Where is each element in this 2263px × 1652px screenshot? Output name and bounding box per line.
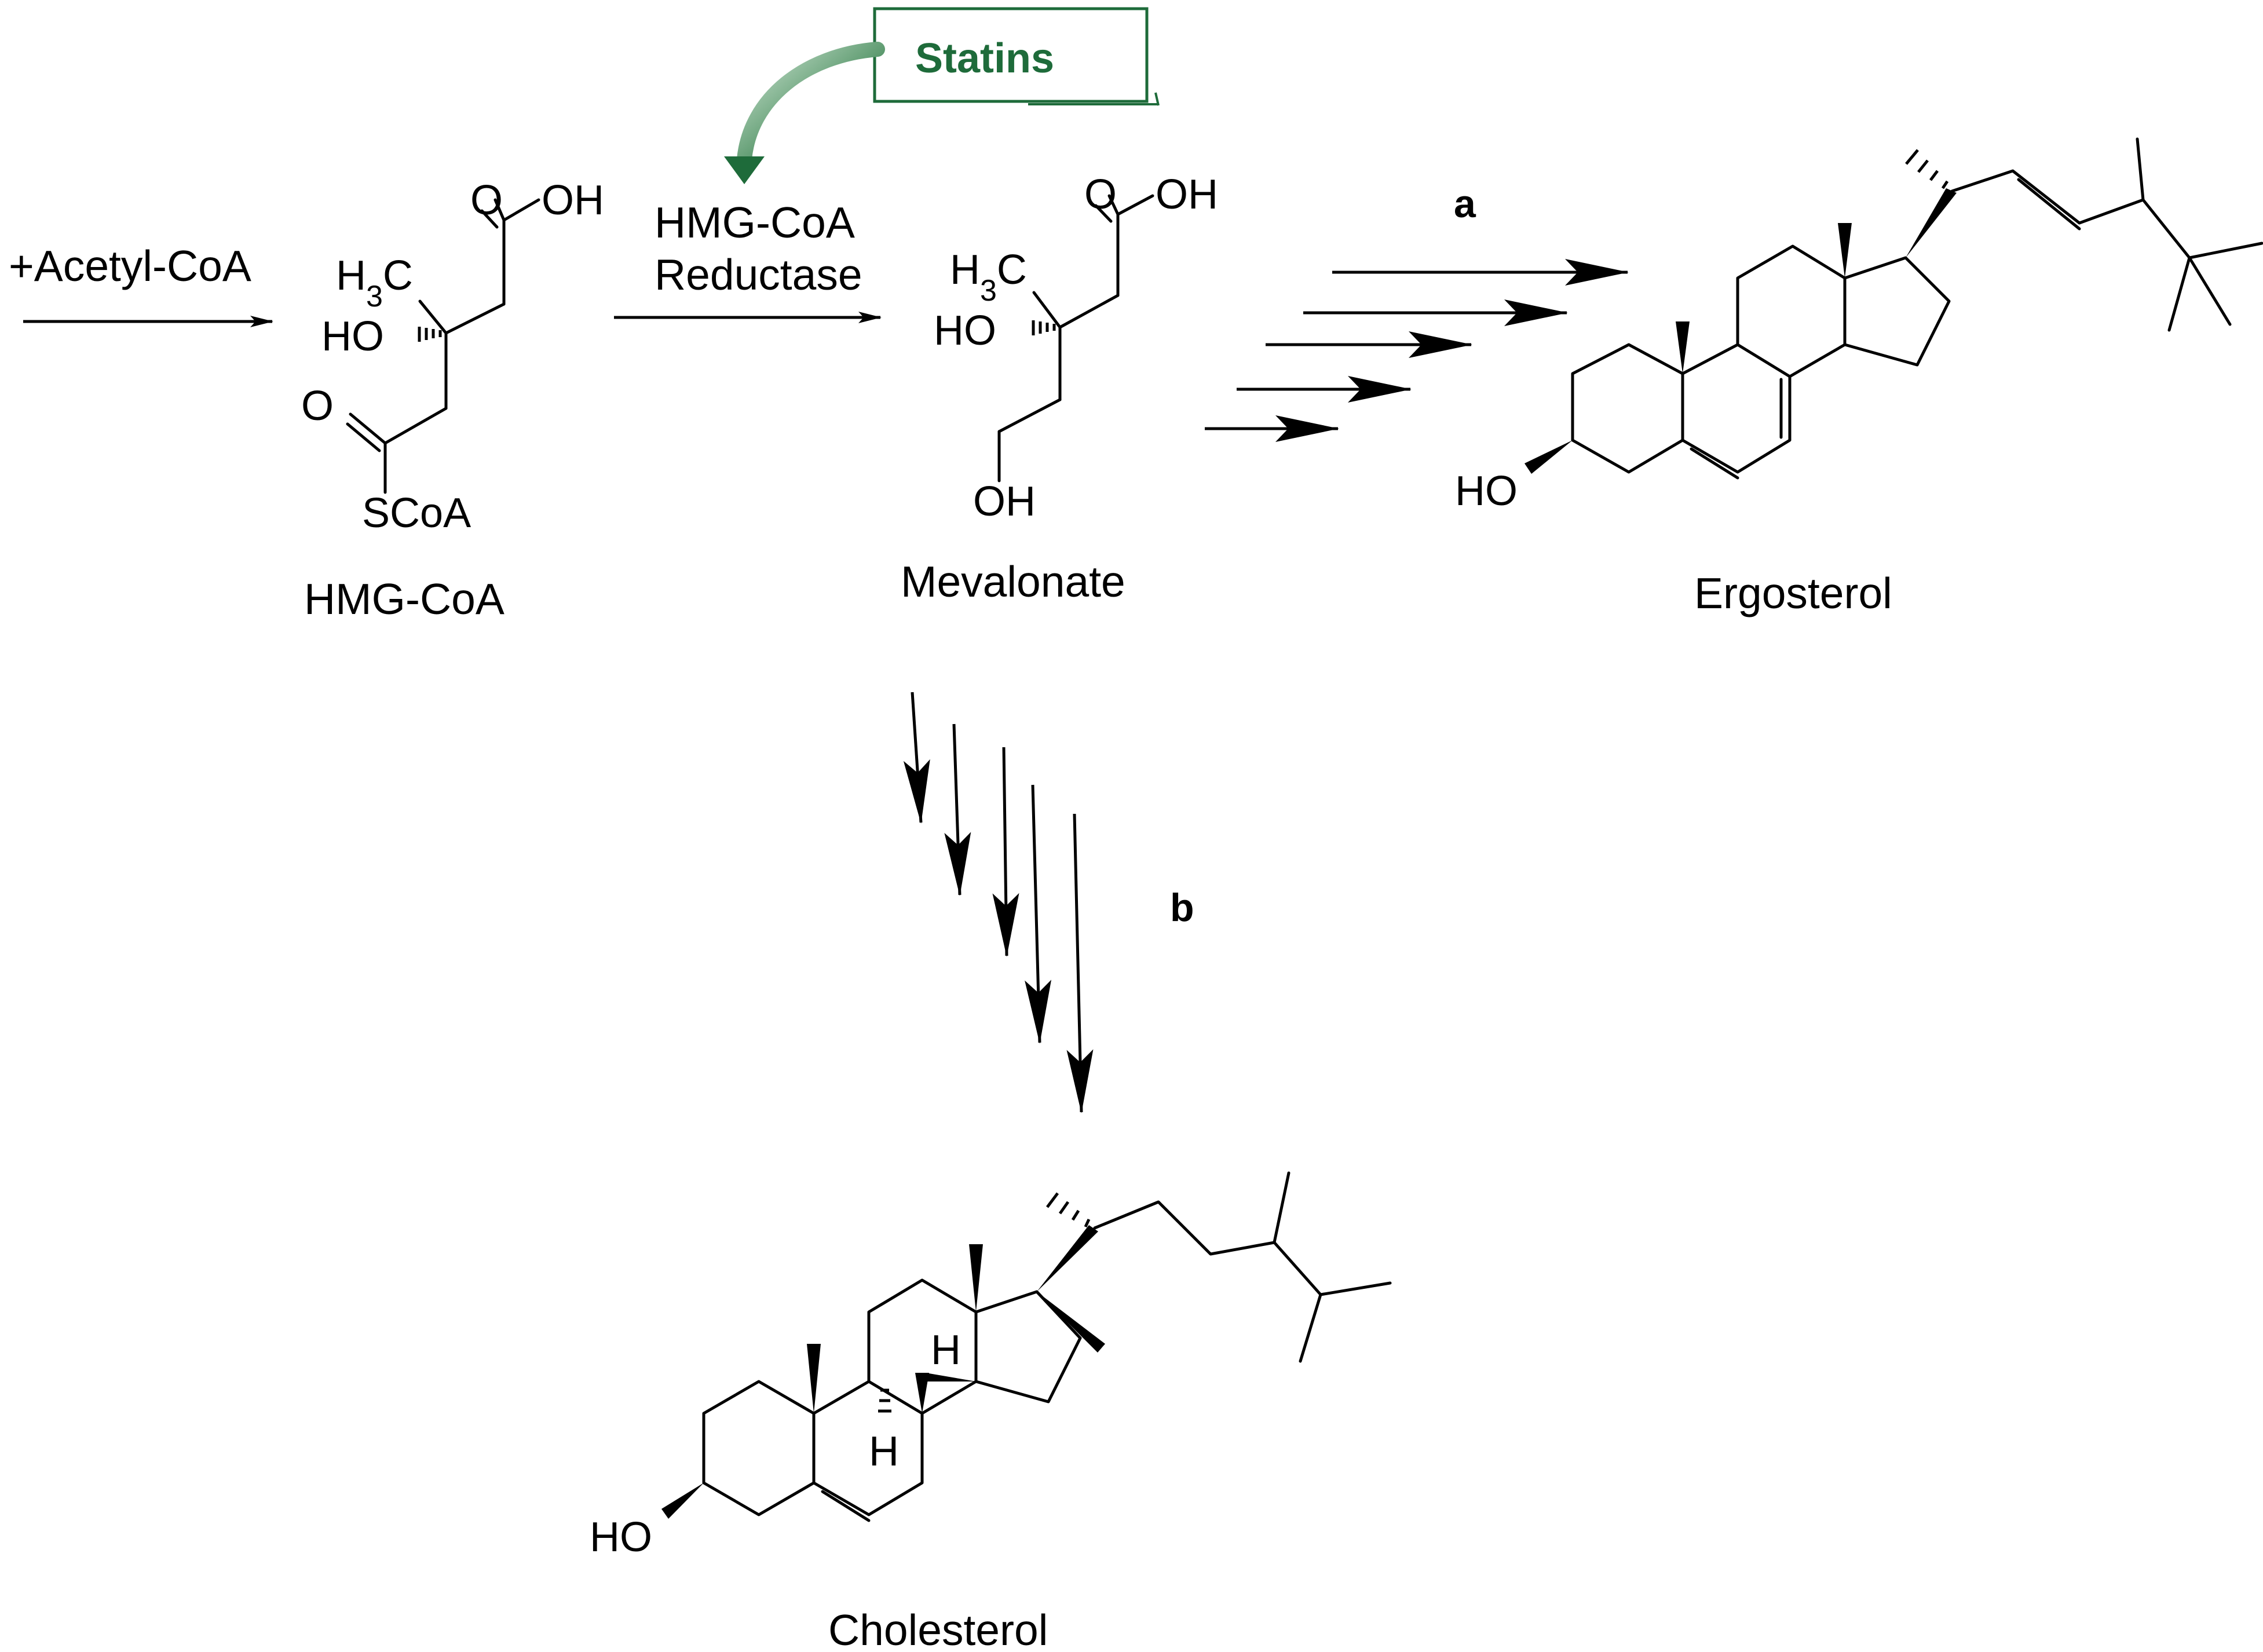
ergosterol-structure — [1524, 137, 2263, 480]
multistep-arrows-route-a — [1205, 259, 1629, 442]
mevalonate-name: Mevalonate — [901, 557, 1125, 606]
hmgcoa-name: HMG-CoA — [304, 575, 504, 623]
statins-inhibitor: Statins — [873, 7, 1160, 106]
cholesterol-h-bottom: H — [869, 1428, 899, 1475]
mevalonate-oh-acid: OH — [1156, 171, 1218, 218]
multistep-arrows-route-b — [903, 692, 1094, 1113]
cholesterol-h-top: H — [931, 1327, 961, 1373]
mevalonate-methyl-label: H3C — [950, 247, 1027, 308]
hmgcoa-o-acid: O — [470, 177, 503, 224]
ergosterol-hydroxyl: HO — [1455, 468, 1518, 514]
hmgcoa-methyl-label: H3C — [336, 253, 413, 313]
route-a-label: a — [1454, 182, 1476, 226]
ergosterol-name: Ergosterol — [1694, 569, 1892, 617]
mevalonate-structure — [997, 194, 1154, 483]
cholesterol-name: Cholesterol — [828, 1606, 1048, 1652]
mevalonate-oh-terminal: OH — [973, 478, 1036, 525]
statins-curved-arrow — [724, 42, 885, 184]
route-b-label: b — [1170, 886, 1194, 930]
statins-label: Statins — [915, 35, 1054, 82]
hmgcoa-oh-acid: OH — [542, 177, 604, 224]
enzyme-label-line2: Reductase — [655, 250, 862, 299]
hmgcoa-hydroxyl: HO — [321, 313, 384, 360]
enzyme-label-line1: HMG-CoA — [655, 198, 855, 247]
hmgcoa-scoa: SCoA — [362, 490, 471, 536]
hmgcoa-structure — [346, 198, 540, 494]
hmgcoa-o-thioester: O — [301, 383, 334, 429]
mevalonate-hydroxyl: HO — [934, 308, 996, 354]
cholesterol-structure — [661, 1171, 1392, 1522]
reagent-acetyl-coa-label: +Acetyl-CoA — [9, 242, 251, 290]
mevalonate-o-acid: O — [1084, 171, 1117, 218]
cholesterol-hydroxyl: HO — [590, 1514, 652, 1560]
